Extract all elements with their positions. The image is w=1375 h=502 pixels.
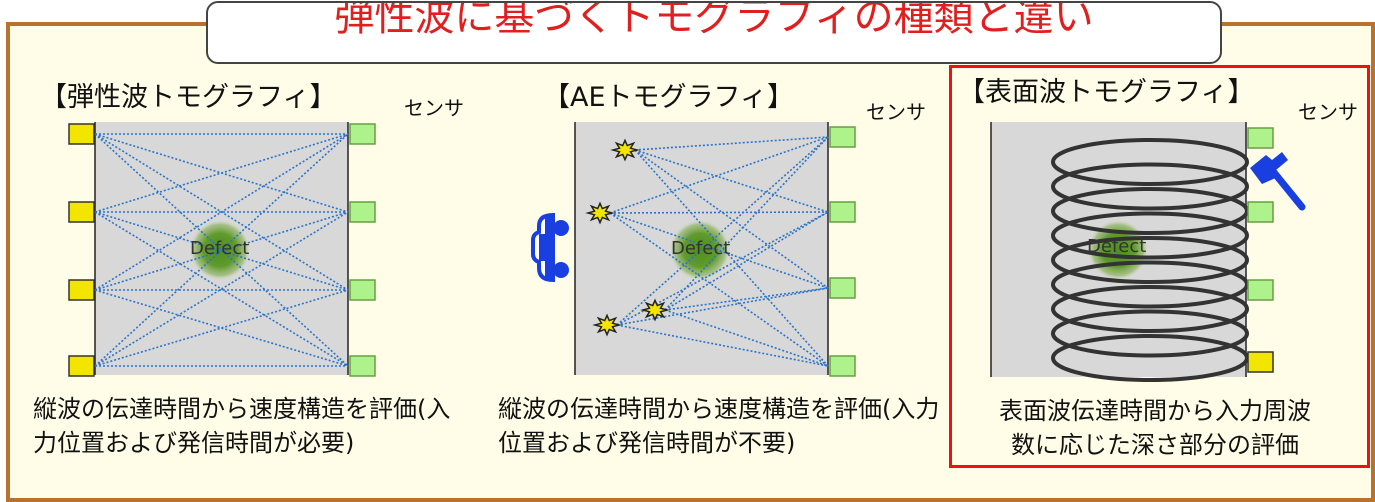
panel3-heading: 【表面波トモグラフィ】 — [958, 77, 1255, 108]
coil-loop — [1051, 285, 1249, 333]
burst-icon — [585, 201, 615, 225]
ray-path — [94, 133, 349, 213]
panel3-receivers — [1247, 127, 1274, 373]
burst-icon — [640, 298, 670, 322]
ray-path — [634, 149, 829, 289]
coil-loop — [1051, 187, 1249, 235]
ray-path — [634, 136, 829, 151]
receiver-sensor — [829, 277, 856, 299]
ray-path — [616, 136, 829, 326]
ray-path — [94, 211, 349, 367]
page-title: 弾性波に基づくトモグラフィの種類と違い — [334, 1, 1094, 40]
ray-path — [94, 133, 349, 291]
panel1-transmitters — [68, 123, 95, 377]
panel2-heading: 【AEトモグラフィ】 — [543, 82, 794, 113]
panel3-surface-wave-coil — [1051, 138, 1249, 382]
receiver-sensor — [349, 123, 376, 145]
panel2-defect-label: Defect — [671, 238, 731, 259]
transmitter — [68, 279, 95, 301]
ray-path — [609, 212, 829, 289]
ray-path — [664, 309, 829, 367]
burst-icon — [610, 138, 640, 162]
coil-loop — [1051, 162, 1249, 211]
receiver-sensor — [829, 201, 856, 223]
hammer-icon — [1250, 152, 1306, 211]
ray-path — [609, 136, 829, 214]
receiver-sensor — [349, 201, 376, 223]
ray-path — [94, 133, 349, 367]
ray-path — [94, 133, 349, 367]
transmitter — [1247, 351, 1274, 373]
receiver-sensor — [1247, 127, 1274, 149]
panel3-caption: 表面波伝達時間から入力周波数に応じた深さ部分の評価 — [999, 397, 1311, 459]
title-box: 弾性波に基づくトモグラフィの種類と違い — [206, 1, 1222, 64]
receiver-sensor — [349, 279, 376, 301]
coil-loop — [1051, 236, 1249, 284]
panel1-rays — [94, 133, 349, 367]
panel2-ae-sources — [585, 138, 670, 337]
ray-path — [94, 289, 349, 367]
panel1-receivers — [349, 123, 376, 377]
diagram-canvas — [68, 122, 1306, 382]
burst-icon — [592, 313, 622, 337]
panel2-caption: 縦波の伝達時間から速度構造を評価(入力位置および発信時間が不要) — [498, 395, 940, 457]
coil-loop — [1051, 138, 1249, 186]
coil-loop — [1051, 211, 1249, 260]
receiver-sensor — [1247, 201, 1274, 223]
panel1-sensor-label: センサ — [404, 96, 464, 120]
ray-path — [94, 211, 349, 291]
ray-path — [634, 149, 829, 213]
ray-path — [634, 149, 829, 367]
coil-loop — [1051, 334, 1249, 382]
panel2-defect — [670, 220, 730, 280]
receiver-sensor — [1247, 279, 1274, 301]
ray-path — [609, 211, 829, 214]
panel1-heading: 【弾性波トモグラフィ】 — [40, 82, 337, 113]
panel1-defect-label: Defect — [190, 238, 250, 259]
transmitter — [68, 355, 95, 377]
panel3-sensor-label: センサ — [1298, 100, 1358, 124]
receiver-sensor — [349, 355, 376, 377]
car-icon — [531, 212, 569, 283]
transmitter — [68, 201, 95, 223]
panel2-receivers — [829, 126, 856, 377]
coil-loop — [1051, 260, 1249, 309]
panel2-rays — [609, 136, 829, 367]
receiver-sensor — [829, 355, 856, 377]
panel1-caption: 縦波の伝達時間から速度構造を評価(入力位置および発信時間が必要) — [33, 395, 451, 457]
transmitter — [68, 123, 95, 145]
panel3-highlight-frame — [949, 65, 1370, 468]
ray-path — [609, 212, 829, 367]
coil-loop — [1051, 309, 1249, 358]
panel3-defect-label: Defect — [1087, 236, 1147, 257]
ray-path — [664, 287, 829, 311]
receiver-sensor — [829, 126, 856, 148]
panel2-sensor-label: センサ — [866, 100, 926, 124]
